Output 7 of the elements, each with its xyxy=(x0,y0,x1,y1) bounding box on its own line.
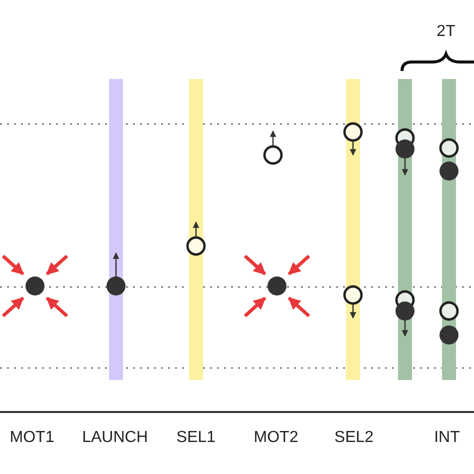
stage-label: INT xyxy=(434,429,460,447)
stage-label: LAUNCH xyxy=(82,429,148,447)
stage-label: SEL2 xyxy=(334,429,374,447)
stage-label: MOT2 xyxy=(254,429,298,447)
stage-label: SEL1 xyxy=(176,429,216,447)
interval-label: 2T xyxy=(436,23,456,41)
stage-label: MOT1 xyxy=(10,429,54,447)
